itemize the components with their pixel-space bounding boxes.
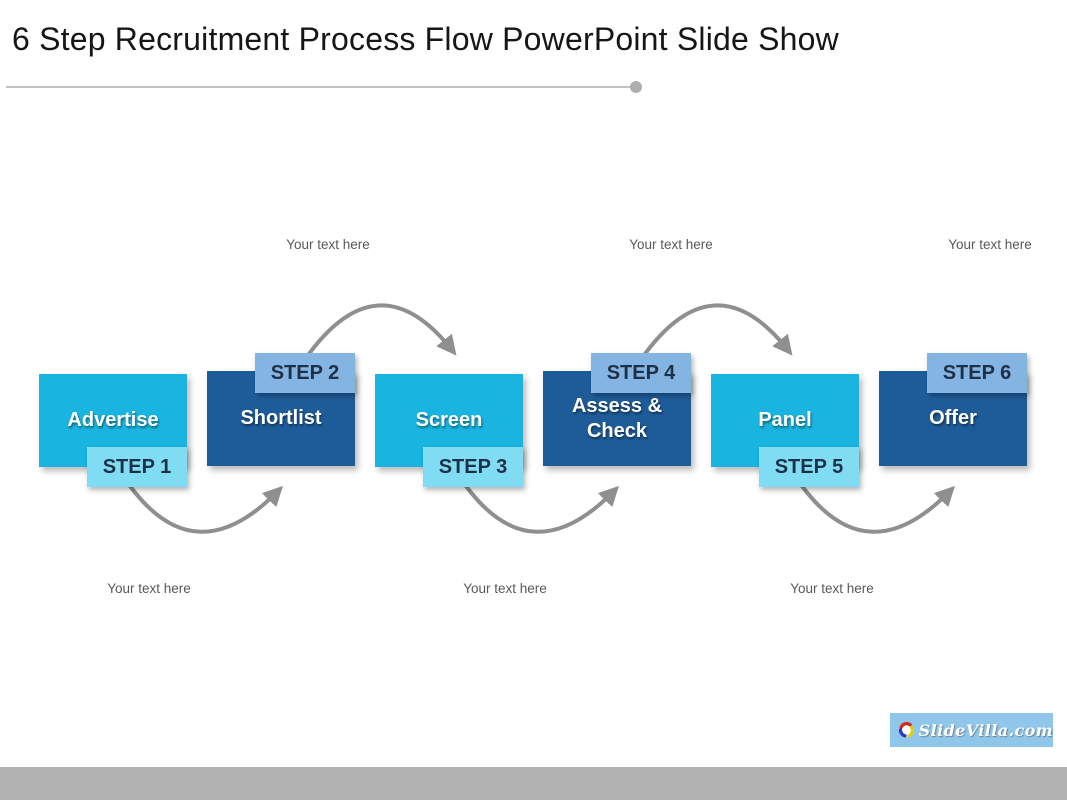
- slidevilla-swirl-icon: [898, 721, 914, 738]
- flow-arrow-step4-step5: [640, 303, 793, 360]
- title-underline: [6, 86, 633, 88]
- slidevilla-watermark[interactable]: SlideVilla.com: [890, 713, 1053, 747]
- step-box-label: Advertise: [67, 409, 159, 431]
- flow-arrow-step3-step4: [464, 484, 620, 534]
- step-tag-label: STEP 6: [942, 361, 1012, 384]
- placeholder-text-bottom-2: Your text here: [463, 581, 547, 596]
- step-tag-6: STEP 6: [927, 353, 1027, 393]
- placeholder-text-top-1: Your text here: [286, 237, 370, 252]
- step-tag-label: STEP 4: [606, 361, 676, 384]
- step-box-label: Assess & Check: [571, 394, 663, 442]
- watermark-text: SlideVilla.com: [918, 720, 1053, 740]
- step-tag-5: STEP 5: [759, 447, 859, 487]
- step-tag-label: STEP 2: [270, 361, 340, 384]
- step-tag-2: STEP 2: [255, 353, 355, 393]
- step-tag-label: STEP 3: [438, 455, 508, 478]
- flow-arrow-step1-step2: [128, 484, 284, 534]
- step-box-label: Panel: [758, 409, 812, 431]
- step-tag-4: STEP 4: [591, 353, 691, 393]
- step-box-label: Screen: [415, 409, 483, 431]
- placeholder-text-bottom-3: Your text here: [790, 581, 874, 596]
- step-box-label: Shortlist: [240, 407, 322, 429]
- flow-arrow-step2-step3: [304, 303, 457, 360]
- slide-title: 6 Step Recruitment Process Flow PowerPoi…: [12, 21, 839, 57]
- step-box-label: Offer: [929, 407, 977, 429]
- step-tag-3: STEP 3: [423, 447, 523, 487]
- step-tag-label: STEP 1: [102, 455, 172, 478]
- placeholder-text-top-3: Your text here: [948, 237, 1032, 252]
- step-tag-1: STEP 1: [87, 447, 187, 487]
- footer-bar: [0, 767, 1067, 800]
- step-tag-label: STEP 5: [774, 455, 844, 478]
- flow-arrow-step5-step6: [800, 484, 956, 534]
- placeholder-text-top-2: Your text here: [629, 237, 713, 252]
- title-underline-dot: [630, 81, 642, 93]
- placeholder-text-bottom-1: Your text here: [107, 581, 191, 596]
